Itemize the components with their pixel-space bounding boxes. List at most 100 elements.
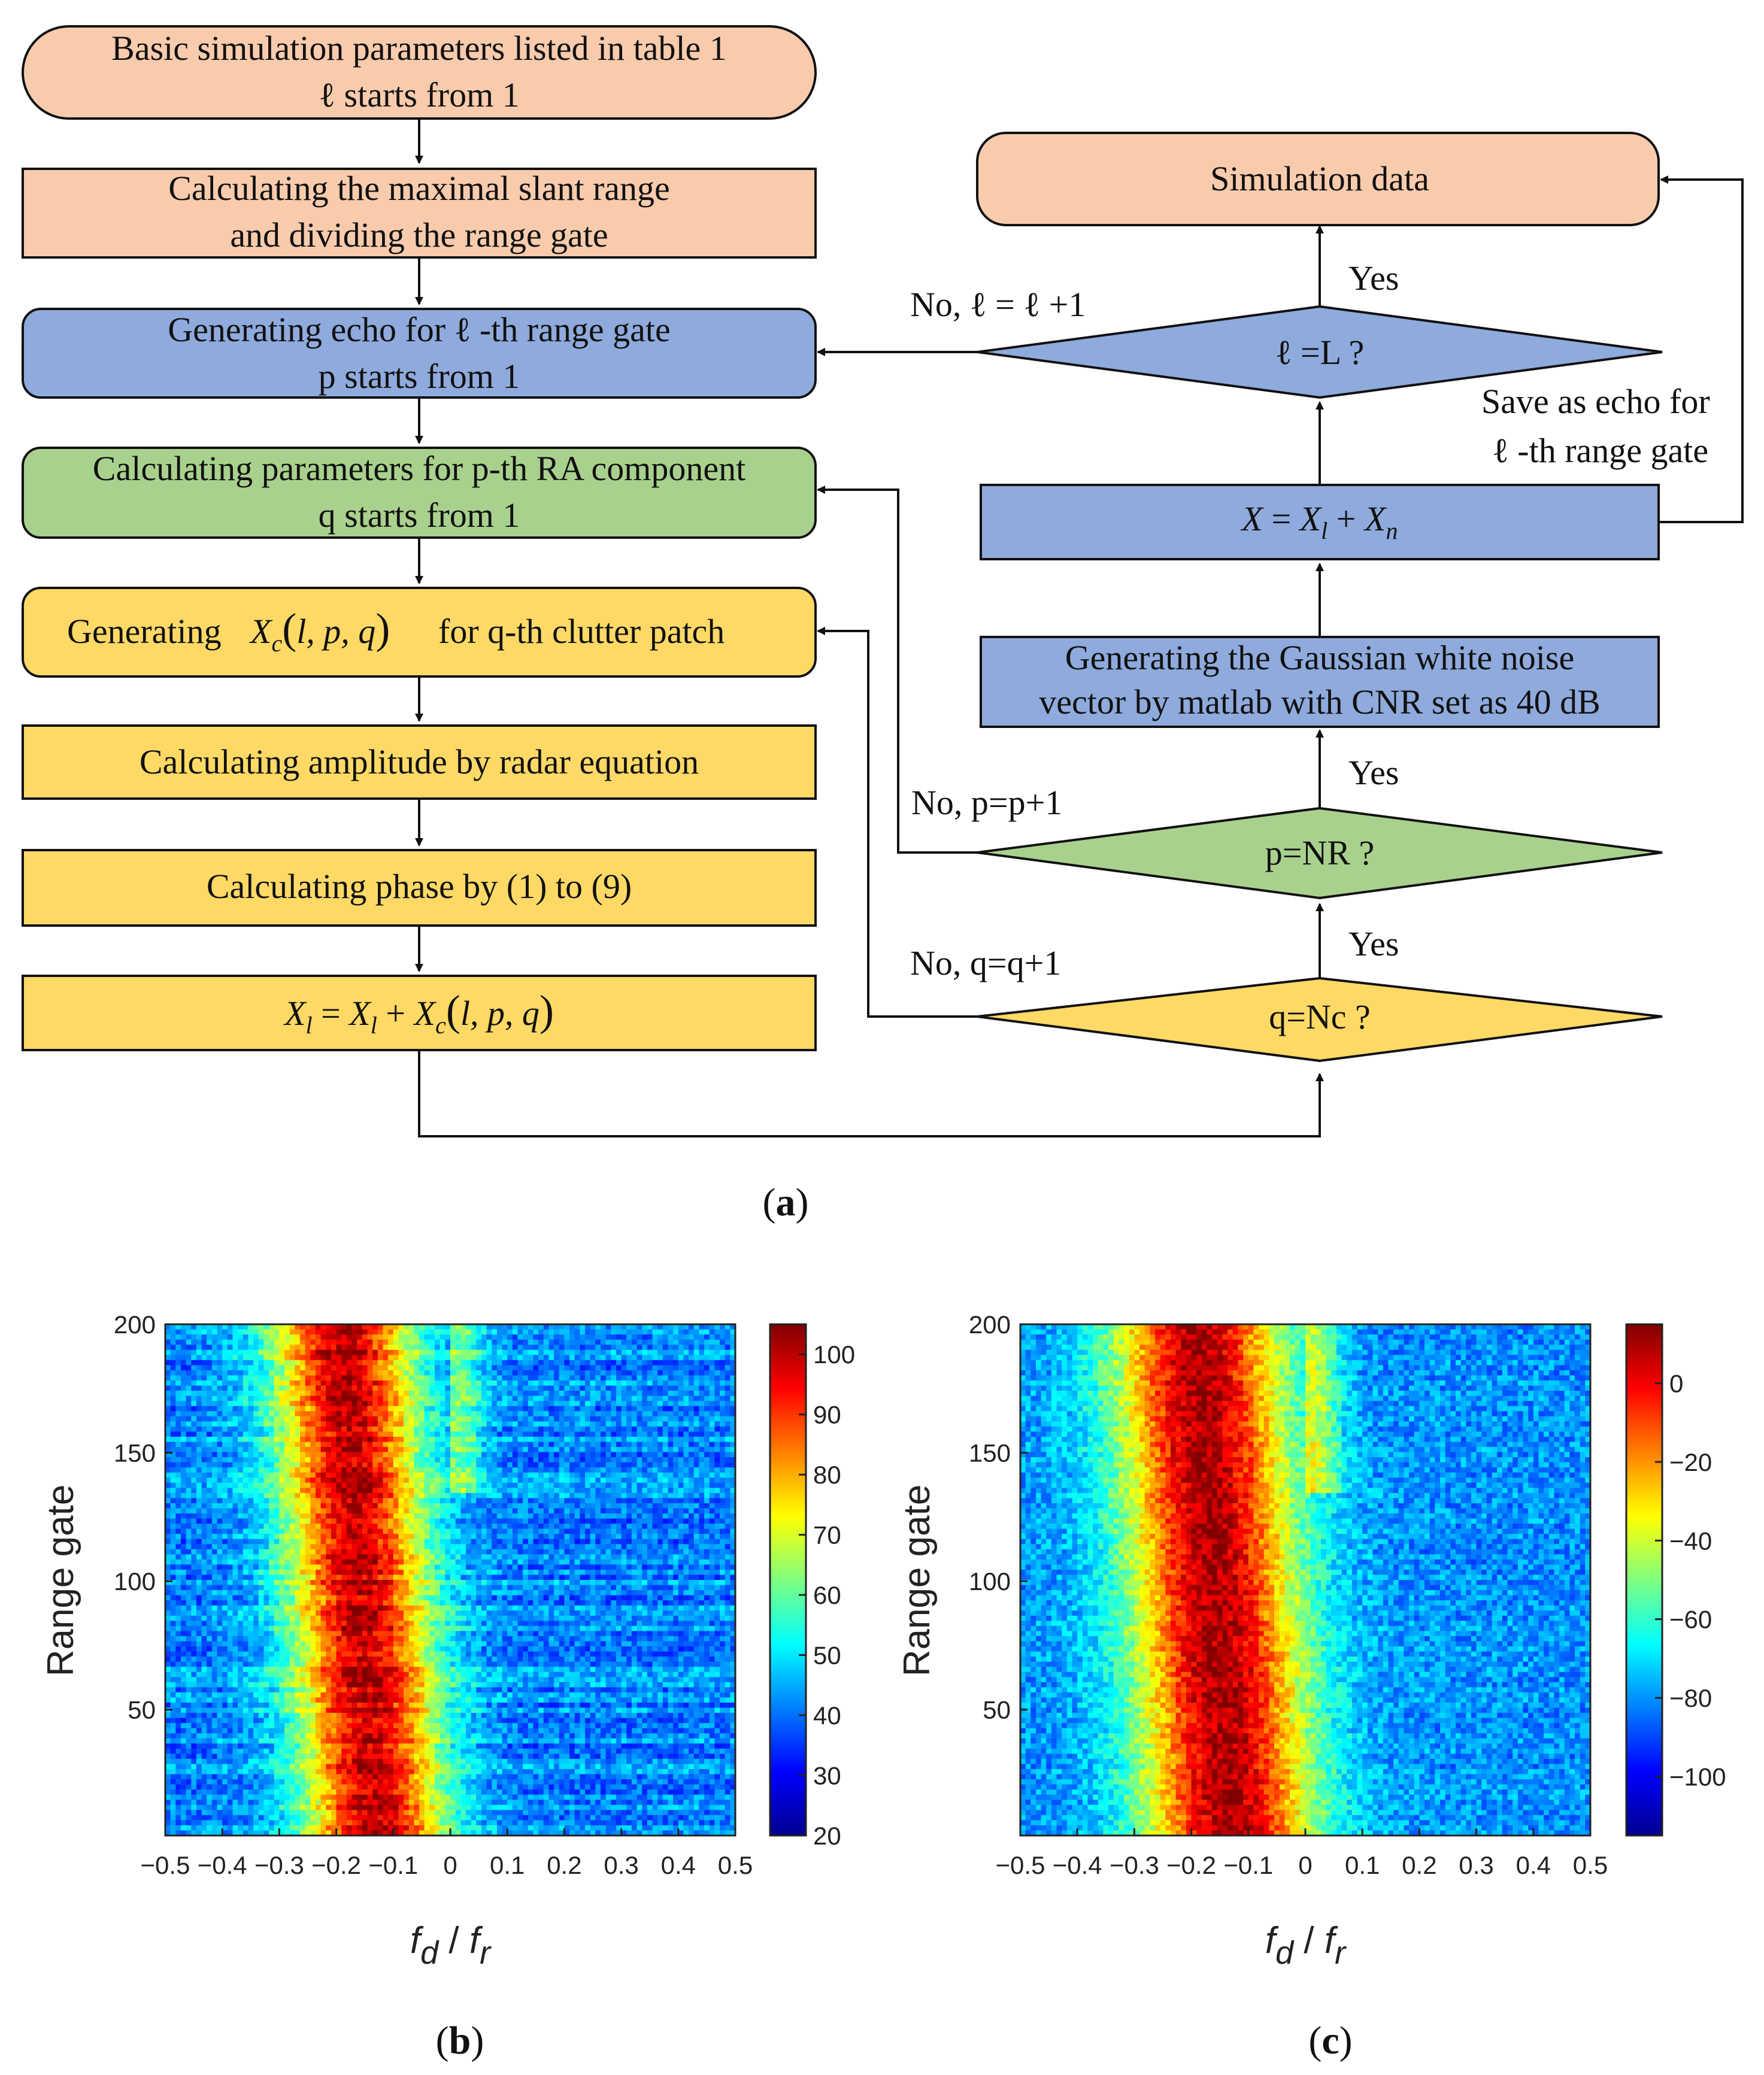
heatmap-cell	[207, 1457, 212, 1463]
heatmap-cell	[341, 1447, 347, 1452]
heatmap-cell	[544, 1385, 549, 1391]
heatmap-cell	[611, 1498, 616, 1503]
heatmap-cell	[341, 1340, 347, 1345]
heatmap-cell	[175, 1365, 181, 1370]
heatmap-cell	[425, 1447, 430, 1452]
heatmap-cell	[533, 1473, 538, 1478]
heatmap-cell	[622, 1513, 627, 1519]
heatmap-cell	[393, 1401, 399, 1406]
heatmap-cell	[388, 1370, 393, 1376]
heatmap-cell	[513, 1488, 518, 1493]
heatmap-cell	[368, 1431, 373, 1437]
heatmap-cell	[528, 1473, 534, 1478]
heatmap-cell	[212, 1473, 217, 1478]
heatmap-cell	[341, 1524, 347, 1529]
heatmap-cell	[404, 1513, 409, 1519]
heatmap-cell	[181, 1355, 186, 1360]
heatmap-cell	[357, 1330, 362, 1335]
heatmap-cell	[284, 1421, 290, 1427]
heatmap-cell	[321, 1396, 326, 1401]
heatmap-cell	[414, 1330, 419, 1335]
heatmap-cell	[554, 1442, 559, 1447]
heatmap-cell	[445, 1334, 450, 1340]
heatmap-cell	[337, 1391, 342, 1396]
heatmap-cell	[425, 1508, 430, 1513]
heatmap-cell	[398, 1539, 404, 1545]
heatmap-cell	[502, 1365, 508, 1370]
heatmap-cell	[186, 1498, 192, 1503]
heatmap-cell	[368, 1360, 373, 1366]
heatmap-cell	[321, 1473, 326, 1478]
heatmap-cell	[175, 1442, 181, 1447]
heatmap-cell	[305, 1360, 311, 1366]
heatmap-cell	[714, 1396, 720, 1401]
heatmap-cell	[616, 1488, 622, 1493]
heatmap-cell	[507, 1411, 513, 1416]
heatmap-cell	[316, 1381, 321, 1386]
heatmap-cell	[559, 1442, 565, 1447]
heatmap-cell	[725, 1539, 731, 1545]
heatmap-cell	[460, 1411, 466, 1416]
heatmap-cell	[248, 1544, 253, 1549]
heatmap-cell	[460, 1442, 466, 1447]
heatmap-cell	[404, 1508, 409, 1513]
heatmap-cell	[481, 1385, 487, 1391]
heatmap-cell	[175, 1483, 181, 1488]
heatmap-cell	[689, 1330, 694, 1335]
heatmap-cell	[429, 1391, 435, 1396]
heatmap-cell	[191, 1370, 196, 1376]
heatmap-cell	[181, 1503, 186, 1509]
heatmap-cell	[710, 1330, 715, 1335]
heatmap-cell	[171, 1463, 176, 1468]
heatmap-cell	[429, 1503, 435, 1509]
heatmap-cell	[321, 1406, 326, 1412]
heatmap-cell	[175, 1508, 181, 1513]
heatmap-cell	[632, 1406, 637, 1412]
heatmap-cell	[481, 1473, 487, 1478]
heatmap-cell	[175, 1396, 181, 1401]
heatmap-cell	[316, 1513, 321, 1519]
heatmap-cell	[673, 1421, 678, 1427]
heatmap-cell	[202, 1524, 207, 1529]
heatmap-cell	[368, 1396, 373, 1401]
heatmap-cell	[492, 1345, 497, 1350]
heatmap-cell	[476, 1534, 481, 1539]
heatmap-cell	[440, 1539, 445, 1545]
heatmap-cell	[492, 1421, 497, 1427]
heatmap-cell	[269, 1467, 274, 1473]
heatmap-cell	[425, 1539, 430, 1545]
heatmap-cell	[263, 1493, 269, 1498]
heatmap-cell	[362, 1385, 368, 1391]
heatmap-cell	[425, 1478, 430, 1483]
heatmap-cell	[243, 1503, 248, 1509]
heatmap-cell	[175, 1411, 181, 1416]
heatmap-cell	[398, 1421, 404, 1427]
heatmap-cell	[533, 1427, 538, 1432]
heatmap-cell	[606, 1529, 611, 1534]
heatmap-cell	[321, 1524, 326, 1529]
node-check-q-label: q=Nc ?	[1269, 997, 1371, 1036]
heatmap-cell	[466, 1431, 471, 1437]
heatmap-cell	[248, 1539, 253, 1545]
heatmap-cell	[398, 1396, 404, 1401]
heatmap-cell	[689, 1391, 694, 1396]
heatmap-cell	[331, 1421, 337, 1427]
heatmap-cell	[450, 1534, 456, 1539]
heatmap-cell	[228, 1391, 233, 1396]
heatmap-cell	[326, 1524, 331, 1529]
heatmap-cell	[642, 1355, 647, 1360]
heatmap-cell	[233, 1488, 238, 1493]
heatmap-cell	[663, 1355, 668, 1360]
heatmap-cell	[269, 1524, 274, 1529]
heatmap-cell	[181, 1483, 186, 1488]
heatmap-cell	[347, 1519, 352, 1524]
heatmap-cell	[460, 1401, 466, 1406]
heatmap-cell	[450, 1421, 456, 1427]
heatmap-cell	[259, 1447, 264, 1452]
heatmap-cell	[316, 1350, 321, 1355]
heatmap-cell	[694, 1350, 699, 1355]
heatmap-cell	[409, 1350, 414, 1355]
heatmap-cell	[450, 1478, 456, 1483]
heatmap-cell	[569, 1431, 575, 1437]
heatmap-cell	[678, 1539, 684, 1545]
